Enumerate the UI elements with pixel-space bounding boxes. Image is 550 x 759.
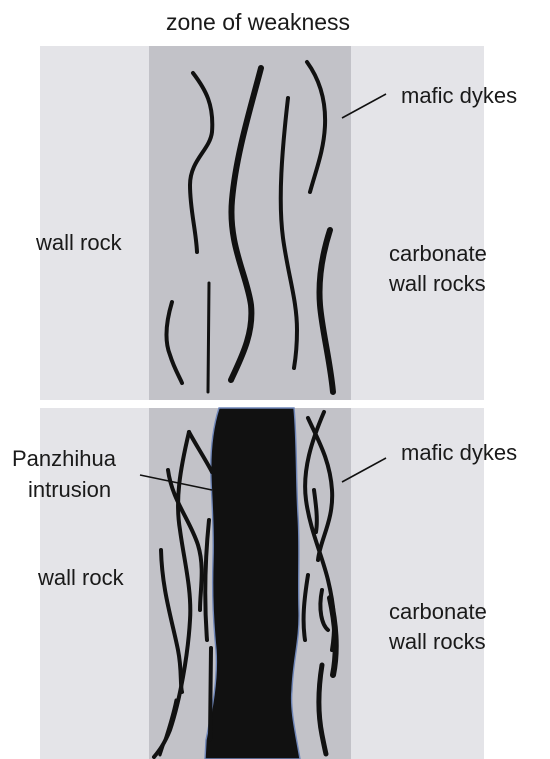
top-right-label-line2: wall rocks bbox=[388, 271, 486, 296]
intrusion-label-line2: intrusion bbox=[28, 477, 111, 502]
bottom-right-label-line1: carbonate bbox=[389, 599, 487, 624]
panzhihua-intrusion bbox=[205, 408, 300, 759]
top-dyke bbox=[208, 283, 209, 392]
bottom-dyke-label: mafic dykes bbox=[401, 440, 517, 465]
top-right-label-line1: carbonate bbox=[389, 241, 487, 266]
intrusion-label-line1: Panzhihua bbox=[12, 446, 117, 471]
bottom-left-wall-rock-label: wall rock bbox=[37, 565, 125, 590]
bottom-right-label-line2: wall rocks bbox=[388, 629, 486, 654]
top-left-wall-rock-label: wall rock bbox=[35, 230, 123, 255]
diagram-title: zone of weakness bbox=[166, 9, 350, 35]
bottom-dyke bbox=[210, 648, 211, 740]
top-panel: mafic dykes wall rock carbonate wall roc… bbox=[35, 46, 517, 400]
bottom-panel: Panzhihua intrusion mafic dykes wall roc… bbox=[12, 408, 517, 759]
top-dyke-label: mafic dykes bbox=[401, 83, 517, 108]
